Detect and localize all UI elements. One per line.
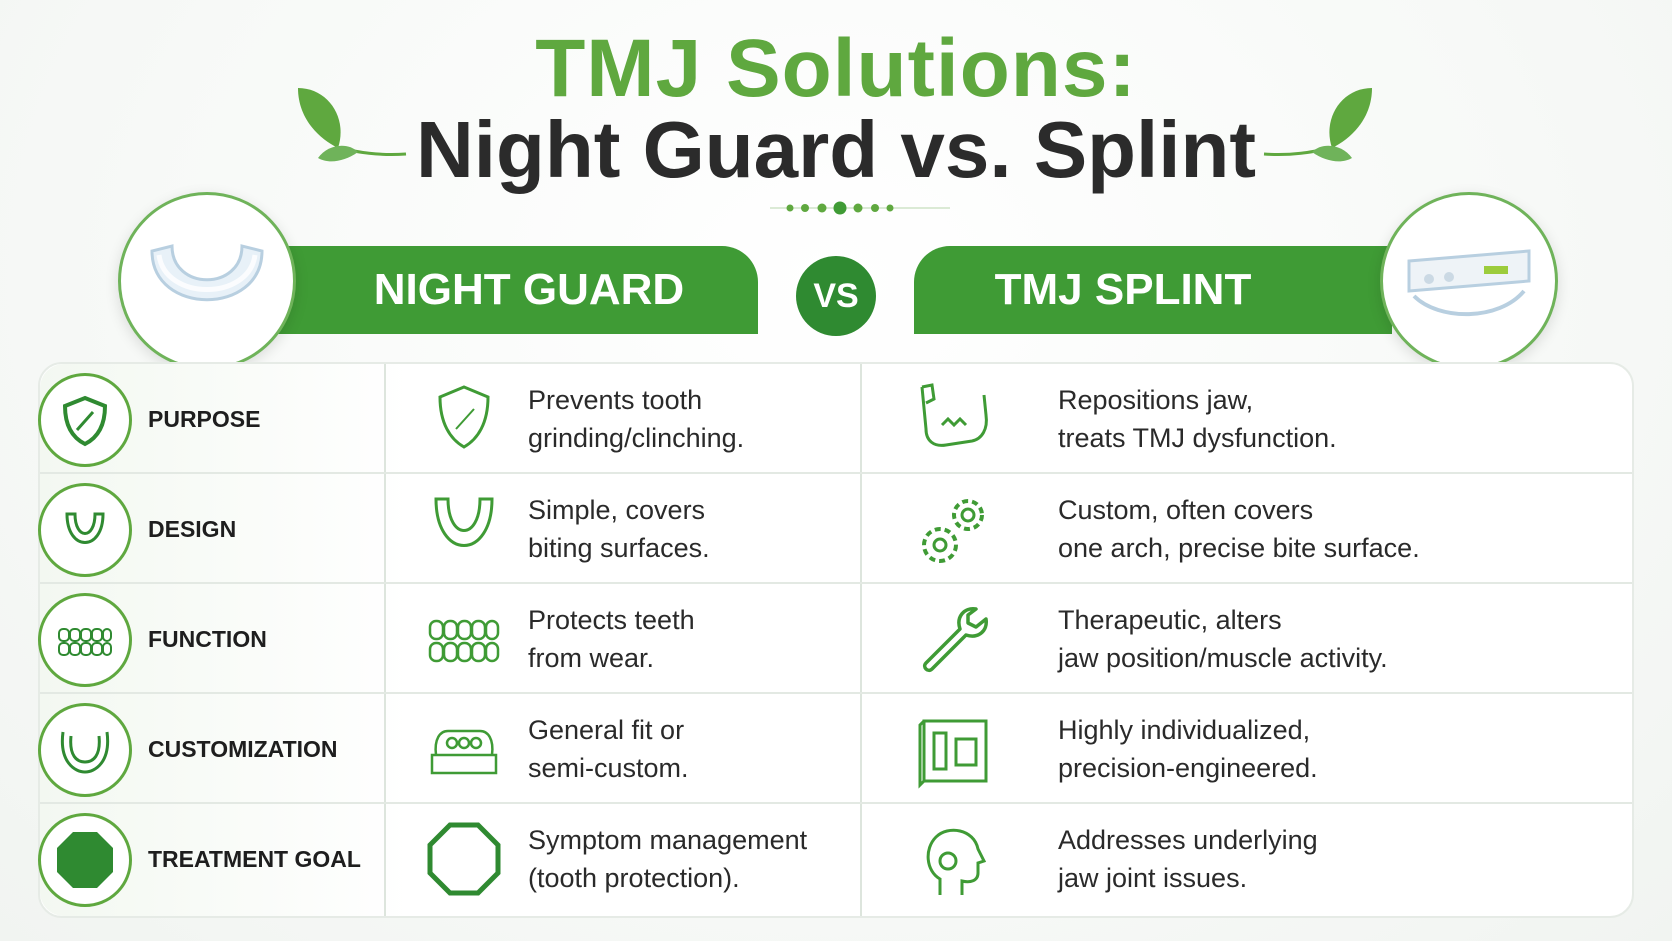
blueprint-icon bbox=[918, 719, 988, 789]
head-joint-icon bbox=[926, 828, 987, 895]
night-guard-header: NIGHT GUARD bbox=[270, 246, 758, 334]
night-guard-treatment-goal: Symptom management(tooth protection). bbox=[528, 825, 808, 893]
leaf-right-icon bbox=[1263, 88, 1372, 162]
leaf-left-icon bbox=[298, 88, 407, 162]
row-label: TREATMENT GOAL bbox=[148, 845, 361, 872]
octagon-outline-icon bbox=[427, 822, 501, 896]
gears-icon bbox=[922, 499, 984, 563]
row-label: PURPOSE bbox=[148, 405, 261, 432]
table-row: TREATMENT GOAL Symptom management(tooth … bbox=[38, 804, 1632, 914]
dental-arch-icon bbox=[38, 703, 132, 797]
mouthguard-icon bbox=[38, 483, 132, 577]
title-divider bbox=[770, 201, 950, 215]
shield-outline-icon bbox=[438, 385, 490, 449]
teeth-rows-icon bbox=[428, 619, 500, 663]
octagon-icon bbox=[38, 813, 132, 907]
splint-customization: Highly individualized,precision-engineer… bbox=[1058, 715, 1318, 783]
row-label: CUSTOMIZATION bbox=[148, 735, 338, 762]
shield-icon bbox=[38, 373, 132, 467]
row-label: FUNCTION bbox=[148, 625, 267, 652]
jaw-icon bbox=[920, 383, 988, 447]
tmj-splint-image bbox=[1380, 192, 1558, 370]
teeth-icon bbox=[38, 593, 132, 687]
tmj-splint-header: TMJ SPLINT bbox=[914, 246, 1392, 334]
night-guard-image bbox=[118, 192, 296, 370]
column-divider bbox=[384, 364, 386, 916]
night-guard-header-label: NIGHT GUARD bbox=[373, 265, 685, 314]
tmj-splint-icon bbox=[1407, 249, 1531, 317]
row-label: DESIGN bbox=[148, 515, 237, 542]
column-divider bbox=[860, 364, 862, 916]
u-guard-icon bbox=[434, 497, 494, 547]
tmj-splint-header-label: TMJ SPLINT bbox=[994, 265, 1252, 314]
title-line-2: Night Guard vs. Splint bbox=[415, 105, 1257, 194]
night-guard-icon bbox=[150, 244, 264, 302]
splint-purpose: Repositions jaw,treats TMJ dysfunction. bbox=[1058, 385, 1337, 453]
vs-badge: VS bbox=[796, 256, 876, 336]
title-line-1: TMJ Solutions: bbox=[535, 23, 1137, 114]
teeth-mold-icon bbox=[430, 729, 498, 775]
wrench-icon bbox=[922, 607, 988, 673]
